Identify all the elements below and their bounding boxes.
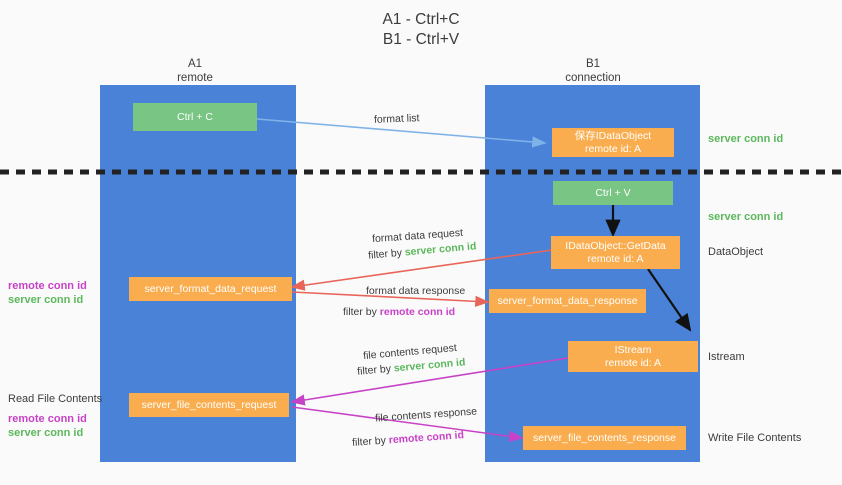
annotation-istream: Istream	[708, 351, 745, 363]
node-istream-line1: IStream	[614, 343, 652, 356]
title-line-1: A1 - Ctrl+C	[382, 11, 460, 28]
edge-label-file-contents-response-filter: filter by remote conn id	[352, 428, 465, 450]
filter-prefix-1: filter by	[367, 246, 406, 262]
node-idataobject-getdata-line2: remote id: A	[587, 252, 644, 265]
filter-prefix-4: filter by	[351, 434, 390, 449]
column-header-b1: B1 connection	[493, 57, 693, 85]
node-save-idataobject[interactable]: 保存IDataObject remote id: A	[552, 128, 674, 157]
column-b1-name: B1	[585, 58, 601, 70]
node-server-format-data-request-label: server_format_data_request	[144, 282, 277, 295]
node-server-format-data-request[interactable]: server_format_data_request	[129, 277, 292, 301]
annotation-remote-conn-id-1: remote conn id	[8, 280, 87, 292]
filter-prefix-3: filter by	[356, 362, 395, 378]
node-idataobject-getdata[interactable]: IDataObject::GetData remote id: A	[551, 236, 680, 269]
annotation-remote-conn-id-2: remote conn id	[8, 413, 87, 425]
node-save-idataobject-line1: 保存IDataObject	[574, 129, 652, 142]
node-server-file-contents-response[interactable]: server_file_contents_response	[523, 426, 686, 450]
node-istream[interactable]: IStream remote id: A	[568, 341, 698, 372]
annotation-write-file-contents: Write File Contents	[708, 432, 802, 444]
node-ctrl-v[interactable]: Ctrl + V	[553, 181, 673, 205]
node-idataobject-getdata-line1: IDataObject::GetData	[565, 239, 666, 252]
node-istream-line2: remote id: A	[604, 356, 662, 369]
column-header-a1: A1 remote	[95, 57, 295, 85]
column-a1-role: remote	[177, 72, 213, 84]
annotation-server-conn-id-left-2: server conn id	[8, 427, 84, 439]
edge-label-format-list: format list	[373, 112, 420, 126]
filter-key-remote-conn-id-1: remote conn id	[379, 306, 456, 318]
edge-label-file-contents-response: file contents response	[374, 405, 478, 425]
node-server-file-contents-request-label: server_file_contents_request	[141, 398, 277, 411]
edge-label-format-data-response-filter: filter by remote conn id	[343, 305, 455, 319]
node-save-idataobject-line2: remote id: A	[584, 142, 642, 155]
node-ctrl-c-label: Ctrl + C	[177, 110, 213, 123]
node-ctrl-c[interactable]: Ctrl + C	[133, 103, 257, 131]
edge-label-format-data-response: format data response	[366, 285, 466, 297]
annotation-server-conn-id-left-1: server conn id	[8, 294, 84, 306]
node-server-file-contents-response-label: server_file_contents_response	[532, 431, 676, 444]
column-a1-name: A1	[187, 58, 203, 70]
node-ctrl-v-label: Ctrl + V	[595, 186, 631, 199]
node-server-format-data-response-label: server_format_data_response	[497, 294, 638, 307]
column-b1-role: connection	[565, 72, 621, 84]
node-server-format-data-response[interactable]: server_format_data_response	[489, 289, 646, 313]
annotation-dataobject: DataObject	[708, 246, 764, 258]
annotation-server-conn-id-top: server conn id	[708, 133, 784, 145]
annotation-read-file-contents: Read File Contents	[8, 393, 103, 405]
diagram-title: A1 - Ctrl+C B1 - Ctrl+V	[0, 10, 842, 50]
title-line-2: B1 - Ctrl+V	[382, 31, 460, 48]
filter-prefix-2: filter by	[343, 306, 380, 318]
node-server-file-contents-request[interactable]: server_file_contents_request	[129, 393, 289, 417]
filter-key-remote-conn-id-2: remote conn id	[388, 429, 465, 447]
annotation-server-conn-id-mid: server conn id	[708, 211, 784, 223]
